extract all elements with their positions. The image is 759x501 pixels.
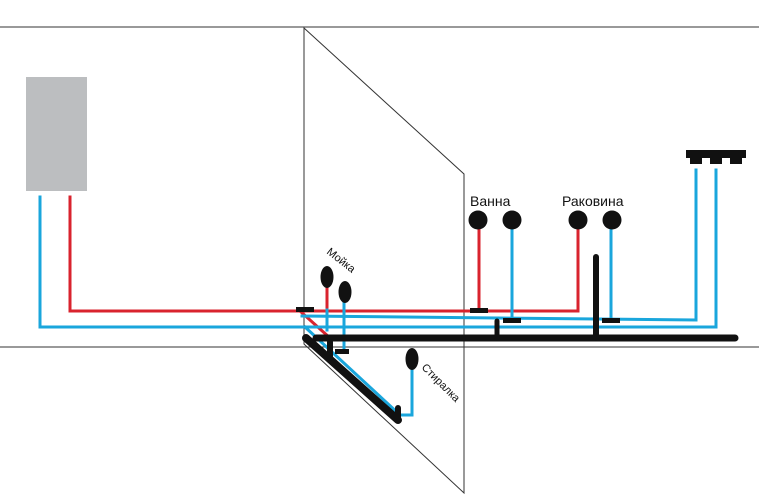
fitting-corner xyxy=(296,307,314,312)
fitting-hot-bath xyxy=(470,308,488,313)
collector-outlet-3 xyxy=(730,156,742,164)
tap-point-icon xyxy=(602,210,622,230)
collector-manifold-icon xyxy=(686,150,746,164)
drain-pipes xyxy=(302,254,739,424)
corner-wall-plane xyxy=(303,26,465,495)
fitting-cold-sink xyxy=(602,318,620,323)
bath-label: Ванна xyxy=(470,193,511,209)
pipe-fittings xyxy=(296,307,620,354)
water-heater-icon xyxy=(26,77,87,191)
tap-point-icon xyxy=(568,210,588,230)
cold-collector-pipe xyxy=(300,168,698,322)
room-walls xyxy=(0,26,759,495)
cold-water-pipes xyxy=(38,168,718,417)
sink-label: Раковина xyxy=(562,193,624,209)
drain-diagonal-pipe xyxy=(302,334,402,424)
tap-point-icon xyxy=(320,266,334,288)
cold-main-pipe xyxy=(38,168,718,329)
collector-outlet-2 xyxy=(710,156,722,164)
hot-main-pipe xyxy=(68,195,580,313)
collector-outlet-1 xyxy=(690,156,702,164)
tap-points xyxy=(320,210,622,370)
tap-point-icon xyxy=(338,281,352,303)
tap-point-icon xyxy=(468,210,488,230)
fitting-kitchen xyxy=(335,349,349,354)
tap-point-icon xyxy=(502,210,522,230)
collector-bar xyxy=(686,150,746,158)
fitting-cold-bath xyxy=(503,318,521,323)
cold-washer-branch xyxy=(302,324,414,417)
tap-point-icon xyxy=(405,348,419,370)
washer-label: Стиралка xyxy=(419,362,463,406)
